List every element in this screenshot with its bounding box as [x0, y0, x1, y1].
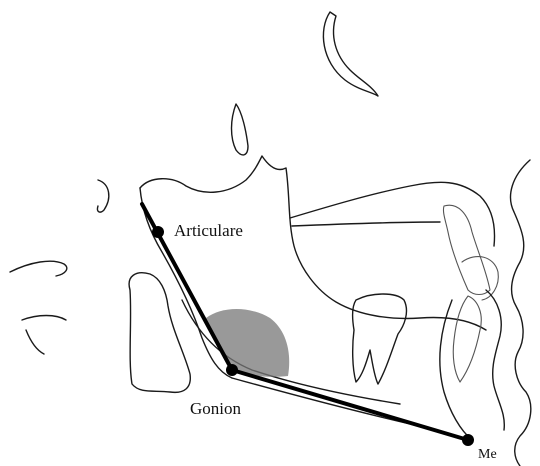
ear-hook-lower-1 [10, 261, 67, 276]
upper-incisor [443, 205, 490, 294]
articulare-label: Articulare [174, 221, 243, 240]
palate-line [292, 222, 440, 226]
cervical-vertebra [129, 273, 190, 393]
lower-incisor [453, 296, 481, 382]
pterygoid-process [232, 104, 249, 155]
menton-point [462, 434, 474, 446]
gonion-menton-line [232, 370, 468, 440]
maxilla-contour [290, 182, 494, 246]
soft-tissue-profile [511, 160, 531, 466]
menton-label: Me [478, 447, 497, 462]
gonion-label: Gonion [190, 399, 242, 418]
ear-hook-upper [97, 180, 108, 212]
orbit-outline [323, 12, 378, 96]
upper-incisor-2 [462, 257, 498, 300]
articulare-point [152, 226, 164, 238]
molar-tooth [353, 294, 407, 384]
lower-lip-contour [486, 290, 504, 430]
gonion-point [226, 364, 238, 376]
ear-hook-lower-2 [22, 316, 66, 355]
